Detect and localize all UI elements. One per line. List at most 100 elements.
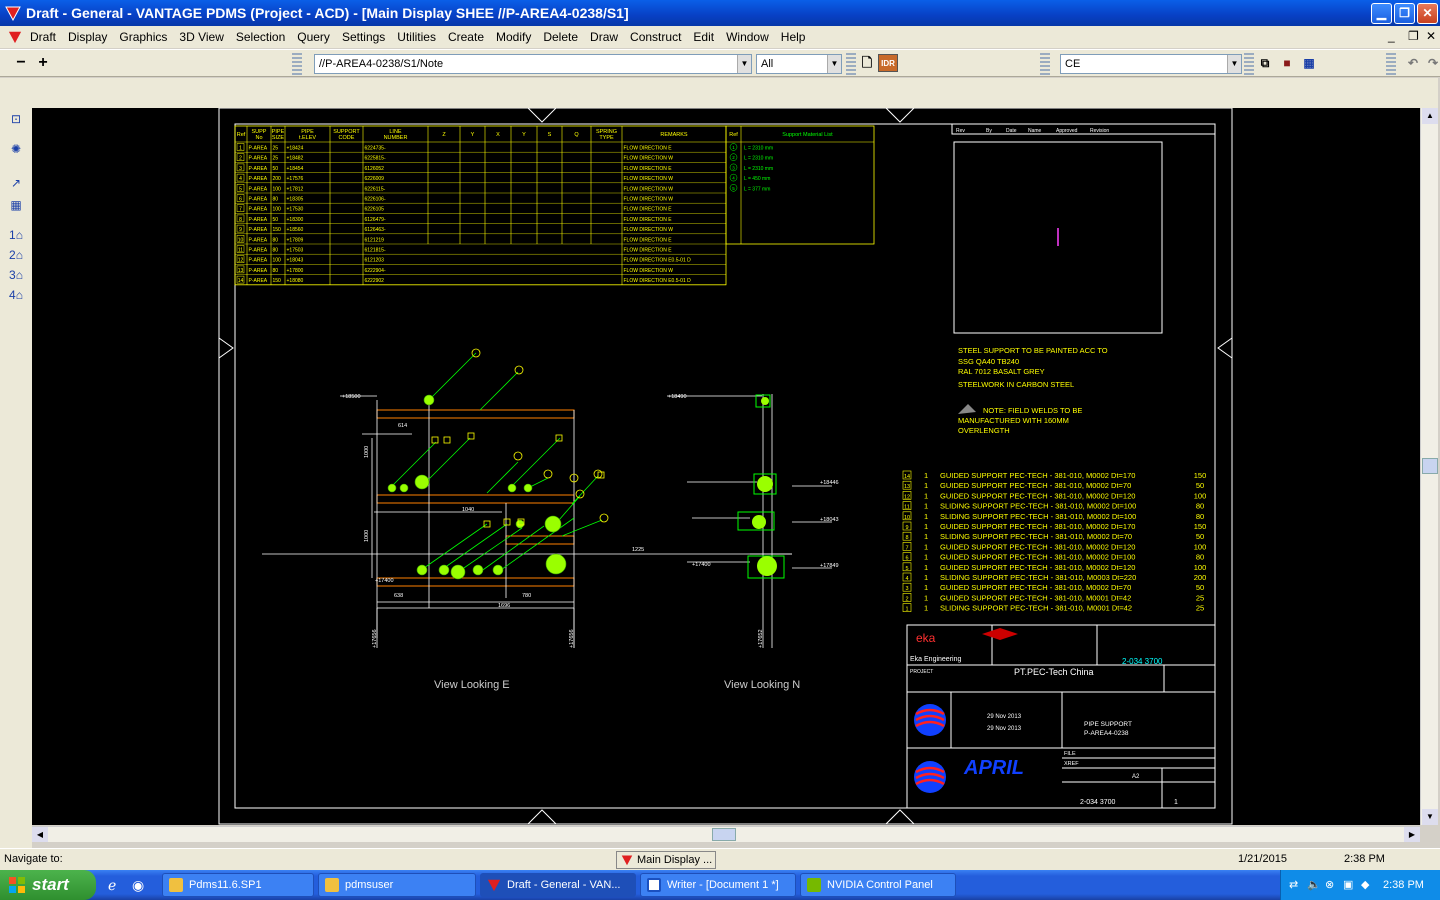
vertical-scrollbar[interactable]: ▲ ▼ <box>1420 108 1438 825</box>
table-header: No <box>255 135 262 141</box>
support-description: GUIDED SUPPORT PEC-TECH - 381-010, M0001… <box>940 593 1131 602</box>
menu-window[interactable]: Window <box>726 30 769 44</box>
scroll-up-icon[interactable]: ▲ <box>1422 108 1438 124</box>
status-time: 2:38 PM <box>1344 853 1385 865</box>
idr-icon[interactable]: IDR <box>878 54 898 72</box>
table-icon[interactable]: ▦ <box>1303 56 1315 70</box>
menu-utilities[interactable]: Utilities <box>397 30 436 44</box>
menu-display[interactable]: Display <box>68 30 108 44</box>
note-line-4: STEELWORK IN CARBON STEEL <box>958 380 1074 389</box>
layer-2-icon[interactable]: 2⌂ <box>9 248 23 262</box>
table-cell: 100 <box>273 258 282 264</box>
revision-header: Approved <box>1056 128 1078 134</box>
copy-icon[interactable]: ⧉ <box>1260 56 1270 70</box>
support-ref: 10 <box>904 515 910 521</box>
arrow-icon[interactable]: ↗ <box>10 176 22 190</box>
menu-selection[interactable]: Selection <box>235 30 286 44</box>
title-block-text: eka Eka Engineering 2-034 3700 PROJECT P… <box>910 628 1178 806</box>
table-header: SPRING <box>596 129 617 135</box>
save-icon[interactable]: ■ <box>1283 56 1291 70</box>
task-nvidia[interactable]: NVIDIA Control Panel <box>800 873 956 897</box>
zoom-out-button[interactable]: − <box>16 54 26 71</box>
task-pdms-folder[interactable]: Pdms11.6.SP1 <box>162 873 314 897</box>
title-bar[interactable]: Draft - General - VANTAGE PDMS (Project … <box>0 0 1440 26</box>
undo-icon[interactable]: ↶ <box>1407 56 1419 70</box>
folder-icon <box>169 878 183 892</box>
menu-create[interactable]: Create <box>447 30 484 44</box>
table-cell: 6126479- <box>365 217 386 223</box>
layer-4-icon[interactable]: 4⌂ <box>9 288 23 302</box>
scroll-right-icon[interactable]: ▶ <box>1404 827 1420 842</box>
layer-1-icon[interactable]: 1⌂ <box>9 228 23 242</box>
menu-draft[interactable]: Draft <box>30 30 57 44</box>
firefox-icon[interactable]: ◉ <box>132 877 145 893</box>
menu-query[interactable]: Query <box>297 30 330 44</box>
start-label: start <box>32 875 69 894</box>
mdi-restore-button[interactable]: ❐ <box>1408 29 1419 43</box>
scroll-thumb[interactable] <box>712 828 736 841</box>
support-qty: 1 <box>924 502 928 511</box>
mdi-close-button[interactable]: ✕ <box>1426 29 1437 43</box>
sun-icon[interactable]: ✺ <box>10 142 22 156</box>
menu-modify[interactable]: Modify <box>496 30 532 44</box>
display-icon[interactable]: ▣ <box>1343 879 1354 891</box>
menu-delete[interactable]: Delete <box>543 30 579 44</box>
task-draft[interactable]: Draft - General - VAN... <box>480 873 636 897</box>
scroll-thumb[interactable] <box>1422 458 1438 474</box>
date-1: 29 Nov 2013 <box>987 714 1022 720</box>
ce-combo[interactable]: CE ▼ <box>1060 54 1242 74</box>
menu-draw[interactable]: Draw <box>590 30 619 44</box>
toolbar-grip[interactable] <box>846 53 856 75</box>
xref-label: XREF <box>1064 761 1079 767</box>
table-header: NUMBER <box>384 135 408 141</box>
dim-614: 614 <box>398 423 407 429</box>
main-display-tab[interactable]: Main Display ... <box>616 851 716 869</box>
new-sheet-icon[interactable]: 🗋 <box>861 55 873 70</box>
toolbar-grip[interactable] <box>1244 53 1254 75</box>
redo-icon[interactable]: ↷ <box>1427 56 1439 70</box>
scroll-left-icon[interactable]: ◀ <box>32 827 48 842</box>
mdi-doc-icon[interactable] <box>8 30 22 44</box>
support-qty: 1 <box>924 583 928 592</box>
security-icon[interactable]: ⊗ <box>1325 879 1335 891</box>
support-size: 80 <box>1196 512 1204 521</box>
grid-icon[interactable]: ▦ <box>10 198 22 212</box>
table-cell: 6126052 <box>365 166 385 172</box>
ie-icon[interactable]: ℯ <box>108 877 117 893</box>
element-combo[interactable]: //P-AREA4-0238/S1/Note ▼ <box>314 54 752 74</box>
horizontal-scrollbar[interactable]: ◀ ▶ <box>32 826 1420 842</box>
support-description: GUIDED SUPPORT PEC-TECH - 381-010, M0002… <box>940 491 1135 500</box>
zoom-window-icon[interactable]: ⊡ <box>10 112 22 126</box>
mdi-minimize-button[interactable]: _ <box>1388 29 1395 43</box>
menu-graphics[interactable]: Graphics <box>119 30 168 44</box>
maximize-button[interactable]: ❐ <box>1394 3 1415 24</box>
table-cell: +17812 <box>287 186 304 192</box>
scroll-down-icon[interactable]: ▼ <box>1422 809 1438 825</box>
minimize-button[interactable]: ▁ <box>1371 3 1392 24</box>
chevron-down-icon[interactable]: ▼ <box>737 55 751 73</box>
filter-combo[interactable]: All ▼ <box>756 54 842 74</box>
layer-3-icon[interactable]: 3⌂ <box>9 268 23 282</box>
zoom-in-button[interactable]: + <box>38 54 48 71</box>
chevron-down-icon[interactable]: ▼ <box>1227 55 1241 73</box>
support-size: 150 <box>1194 522 1207 531</box>
toolbar-grip[interactable] <box>1386 53 1396 75</box>
chevron-down-icon[interactable]: ▼ <box>827 55 841 73</box>
task-writer[interactable]: Writer - [Document 1 *] <box>640 873 796 897</box>
nvidia-tray-icon[interactable]: ◆ <box>1361 879 1370 891</box>
menu-3d-view[interactable]: 3D View <box>179 30 224 44</box>
field-note-1: NOTE: FIELD WELDS TO BE <box>983 406 1082 415</box>
network-icon[interactable]: ⇄ <box>1289 879 1299 891</box>
start-button[interactable]: start <box>0 870 96 900</box>
task-pdmsuser-folder[interactable]: pdmsuser <box>318 873 476 897</box>
menu-construct[interactable]: Construct <box>630 30 682 44</box>
menu-help[interactable]: Help <box>780 30 806 44</box>
table-cell: FLOW DIRECTION E <box>624 166 673 172</box>
toolbar-grip[interactable] <box>1040 53 1050 75</box>
toolbar-grip[interactable] <box>292 53 302 75</box>
menu-edit[interactable]: Edit <box>693 30 715 44</box>
menu-settings[interactable]: Settings <box>341 30 386 44</box>
volume-icon[interactable]: 🔈 <box>1307 879 1321 891</box>
close-button[interactable]: ✕ <box>1417 3 1438 24</box>
